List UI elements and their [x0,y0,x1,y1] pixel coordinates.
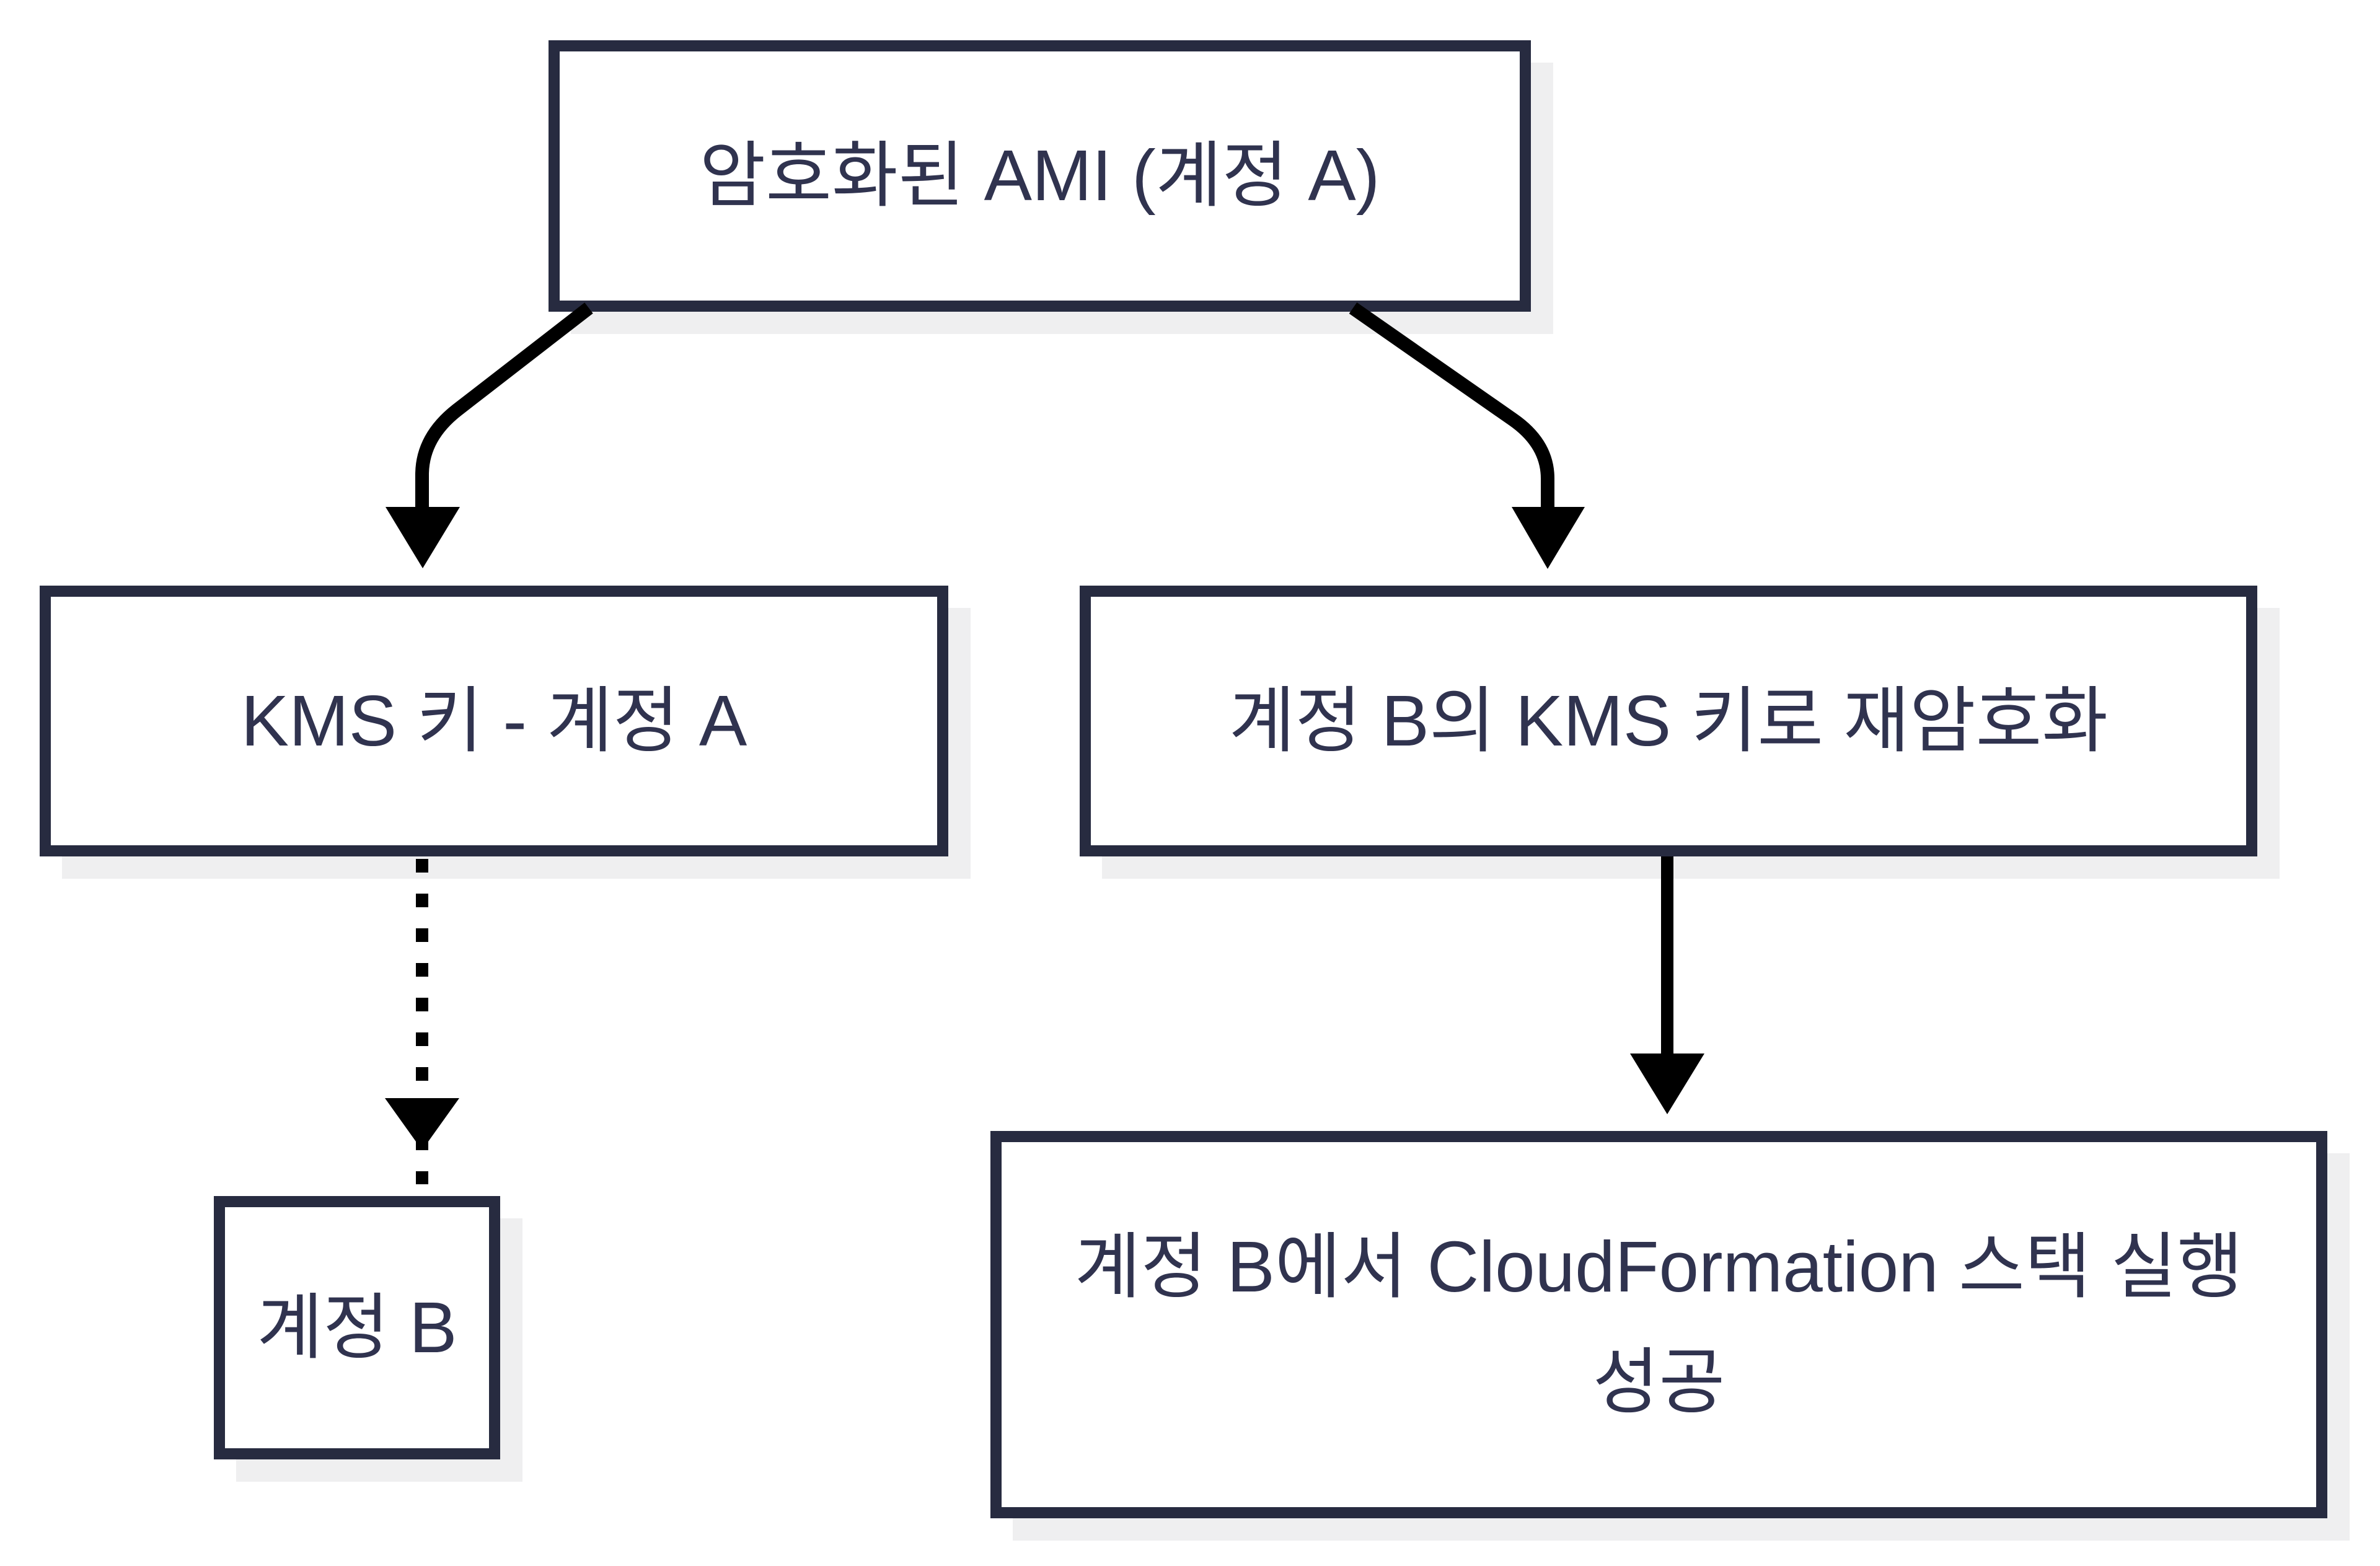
node-cloudformation-stack-success: 계정 B에서 CloudFormation 스택 실행 성공 [990,1131,2327,1518]
node-kms-key-account-a: KMS 키 - 계정 A [40,586,948,856]
edge-ami-to-kms-key-arrow [386,302,593,568]
node-encrypted-ami: 암호화된 AMI (계정 A) [549,40,1531,312]
node-reencrypt-label: 계정 B의 KMS 키로 재암호화 [1228,680,2109,761]
edge-reencrypt-to-cf-success-arrow [1630,856,1704,1114]
edge-kms-key-to-account-b-dotted-arrow [385,859,459,1184]
node-encrypted-ami-label: 암호화된 AMI (계정 A) [699,135,1380,216]
node-account-b: 계정 B [214,1196,500,1459]
node-cf-success-label: 계정 B에서 CloudFormation 스택 실행 성공 [1074,1226,2244,1422]
node-account-b-label: 계정 B [257,1287,457,1368]
node-reencrypt-with-account-b-kms: 계정 B의 KMS 키로 재암호화 [1080,586,2257,856]
edge-ami-to-reencrypt-arrow [1349,302,1585,569]
node-kms-key-account-a-label: KMS 키 - 계정 A [240,680,747,761]
